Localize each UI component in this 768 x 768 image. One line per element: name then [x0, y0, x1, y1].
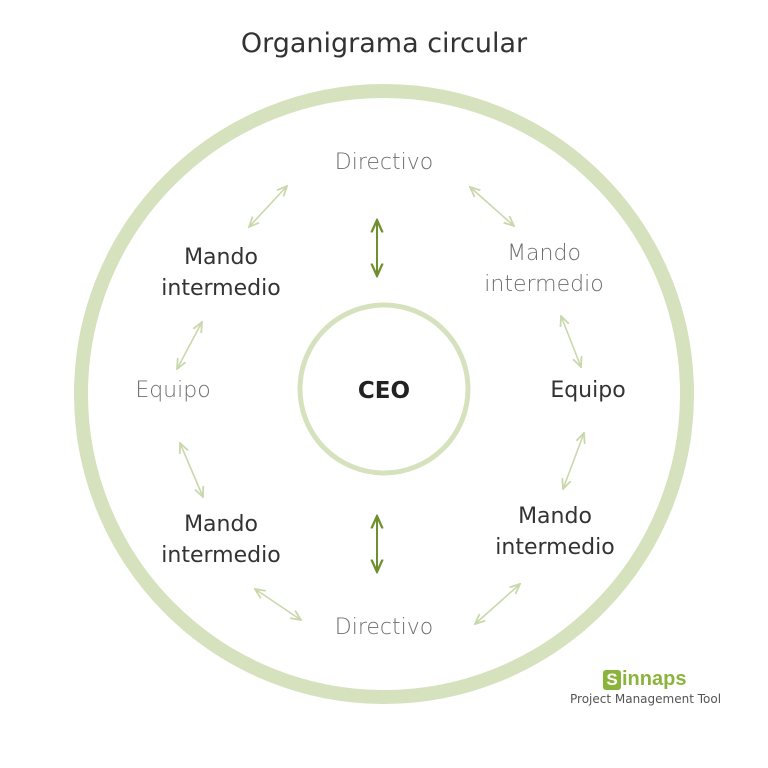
node-top-directivo-label: Directivo — [334, 150, 434, 175]
node-right-lower-mando: Mando intermedio — [470, 502, 640, 564]
sinnaps-logo-mark: S — [603, 669, 621, 690]
node-left-lower-mando-line1: Mando — [184, 512, 258, 537]
node-left-upper-mando: Mando intermedio — [136, 243, 306, 305]
node-right-lower-mando-line1: Mando — [518, 504, 592, 529]
node-top-directivo: Directivo — [304, 148, 464, 179]
node-right-equipo: Equipo — [518, 376, 658, 407]
node-bottom-directivo-label: Directivo — [334, 615, 434, 640]
node-bottom-directivo: Directivo — [304, 613, 464, 644]
node-right-upper-mando-line1: Mando — [507, 241, 581, 266]
arrow-left-upper-mando-equipo — [177, 322, 202, 369]
arrow-right-upper-mando-equipo — [561, 316, 581, 367]
logo-tagline: Project Management Tool — [570, 692, 722, 706]
diagram-title: Organigrama circular — [240, 28, 528, 59]
arrow-right-equipo-lower-mando — [563, 433, 584, 489]
arrow-left-equipo-lower-mando — [180, 443, 203, 497]
node-left-equipo-label: Equipo — [135, 378, 211, 403]
node-ceo: CEO — [324, 375, 444, 407]
node-right-upper-mando-line2: intermedio — [484, 271, 604, 297]
node-right-upper-mando: Mando intermedio — [459, 239, 629, 301]
arrow-directivo-right-upper-mando — [470, 187, 514, 226]
outer-ring — [74, 84, 694, 704]
arrow-right-lower-mando-directivo — [475, 584, 520, 624]
node-right-lower-mando-line2: intermedio — [495, 534, 615, 560]
ceo-circle — [297, 302, 471, 476]
node-right-equipo-label: Equipo — [550, 378, 626, 403]
node-left-equipo: Equipo — [103, 376, 243, 407]
arrow-directivo-left-upper-mando — [249, 186, 287, 227]
arrow-left-lower-mando-directivo — [255, 589, 301, 620]
node-left-upper-mando-line1: Mando — [184, 245, 258, 270]
node-ceo-label: CEO — [357, 378, 411, 404]
sinnaps-logo-text: innaps — [622, 668, 687, 690]
node-left-upper-mando-line2: intermedio — [161, 275, 281, 301]
node-left-lower-mando-line2: intermedio — [161, 542, 281, 568]
node-left-lower-mando: Mando intermedio — [136, 510, 306, 572]
